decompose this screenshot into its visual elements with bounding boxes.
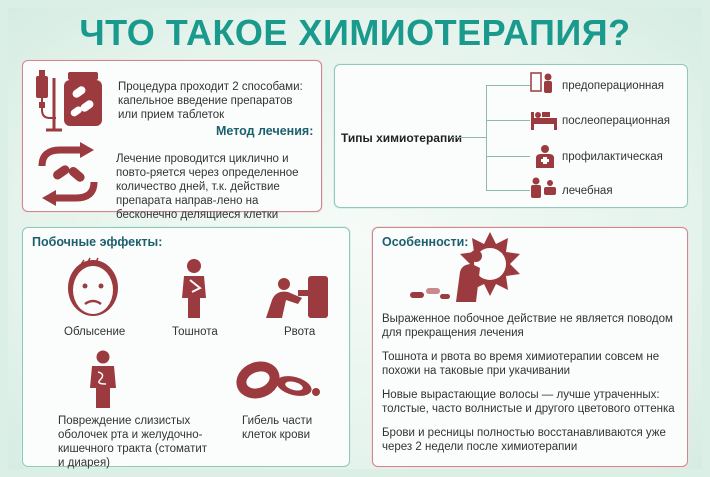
- feature-item-4: Брови и ресницы полностью восстанавливаю…: [382, 427, 666, 453]
- vomiting-figure-icon: [266, 276, 328, 318]
- operating-doctor-icon: [530, 72, 552, 93]
- types-trunk: [486, 85, 487, 191]
- types-branch-1: [486, 85, 530, 86]
- cycle-text: Лечение проводится циклично и повто-ряет…: [116, 153, 299, 221]
- types-branch-4: [486, 190, 530, 191]
- types-connector: [452, 137, 486, 138]
- effect-nausea: Тошнота: [172, 326, 218, 338]
- doctor-patient-icon: [531, 177, 556, 198]
- feature-item-1: Выраженное побочное действие не является…: [382, 313, 673, 339]
- iv-drip-icon: [36, 70, 102, 132]
- side-effects-heading: Побочные эффекты:: [32, 235, 163, 249]
- type-item-postop: послеоперационная: [562, 115, 671, 127]
- procedure-text: Процедура проходит 2 способами: капельно…: [118, 81, 303, 121]
- types-heading: Типы химиотерапии: [341, 131, 462, 145]
- effect-hair-loss: Облысение: [64, 326, 126, 338]
- features-panel: [372, 227, 688, 467]
- effect-mucosa: Повреждение слизистых оболочек рта и жел…: [58, 415, 208, 469]
- cycle-pills-icon: [38, 142, 98, 206]
- type-item-preop: предоперационная: [562, 80, 665, 92]
- sick-person-pills-icon: [410, 232, 520, 302]
- effect-vomiting: Рвота: [284, 326, 316, 338]
- nausea-figure-icon: [182, 259, 206, 318]
- types-branch-2: [486, 120, 530, 121]
- feature-item-3: Новые вырастающие волосы — лучше утрачен…: [382, 389, 675, 415]
- feature-item-2: Тошнота и рвота во время химиотерапии со…: [382, 351, 660, 377]
- doctor-icon: [536, 145, 554, 168]
- features-heading: Особенности:: [382, 235, 469, 249]
- method-heading: Метод лечения:: [216, 124, 314, 138]
- page-title: ЧТО ТАКОЕ ХИМИОТЕРАПИЯ?: [79, 12, 631, 53]
- hospital-bed-icon: [531, 112, 557, 130]
- effect-blood-cells: Гибель части клеток крови: [242, 415, 313, 441]
- type-item-therapeutic: лечебная: [562, 185, 613, 197]
- blood-cells-icon: [236, 361, 320, 399]
- digestive-figure-icon: [90, 350, 116, 408]
- types-panel: [334, 64, 688, 208]
- type-item-preventive: профилактическая: [562, 151, 663, 163]
- types-branch-3: [486, 156, 530, 157]
- bald-head-icon: [68, 257, 118, 316]
